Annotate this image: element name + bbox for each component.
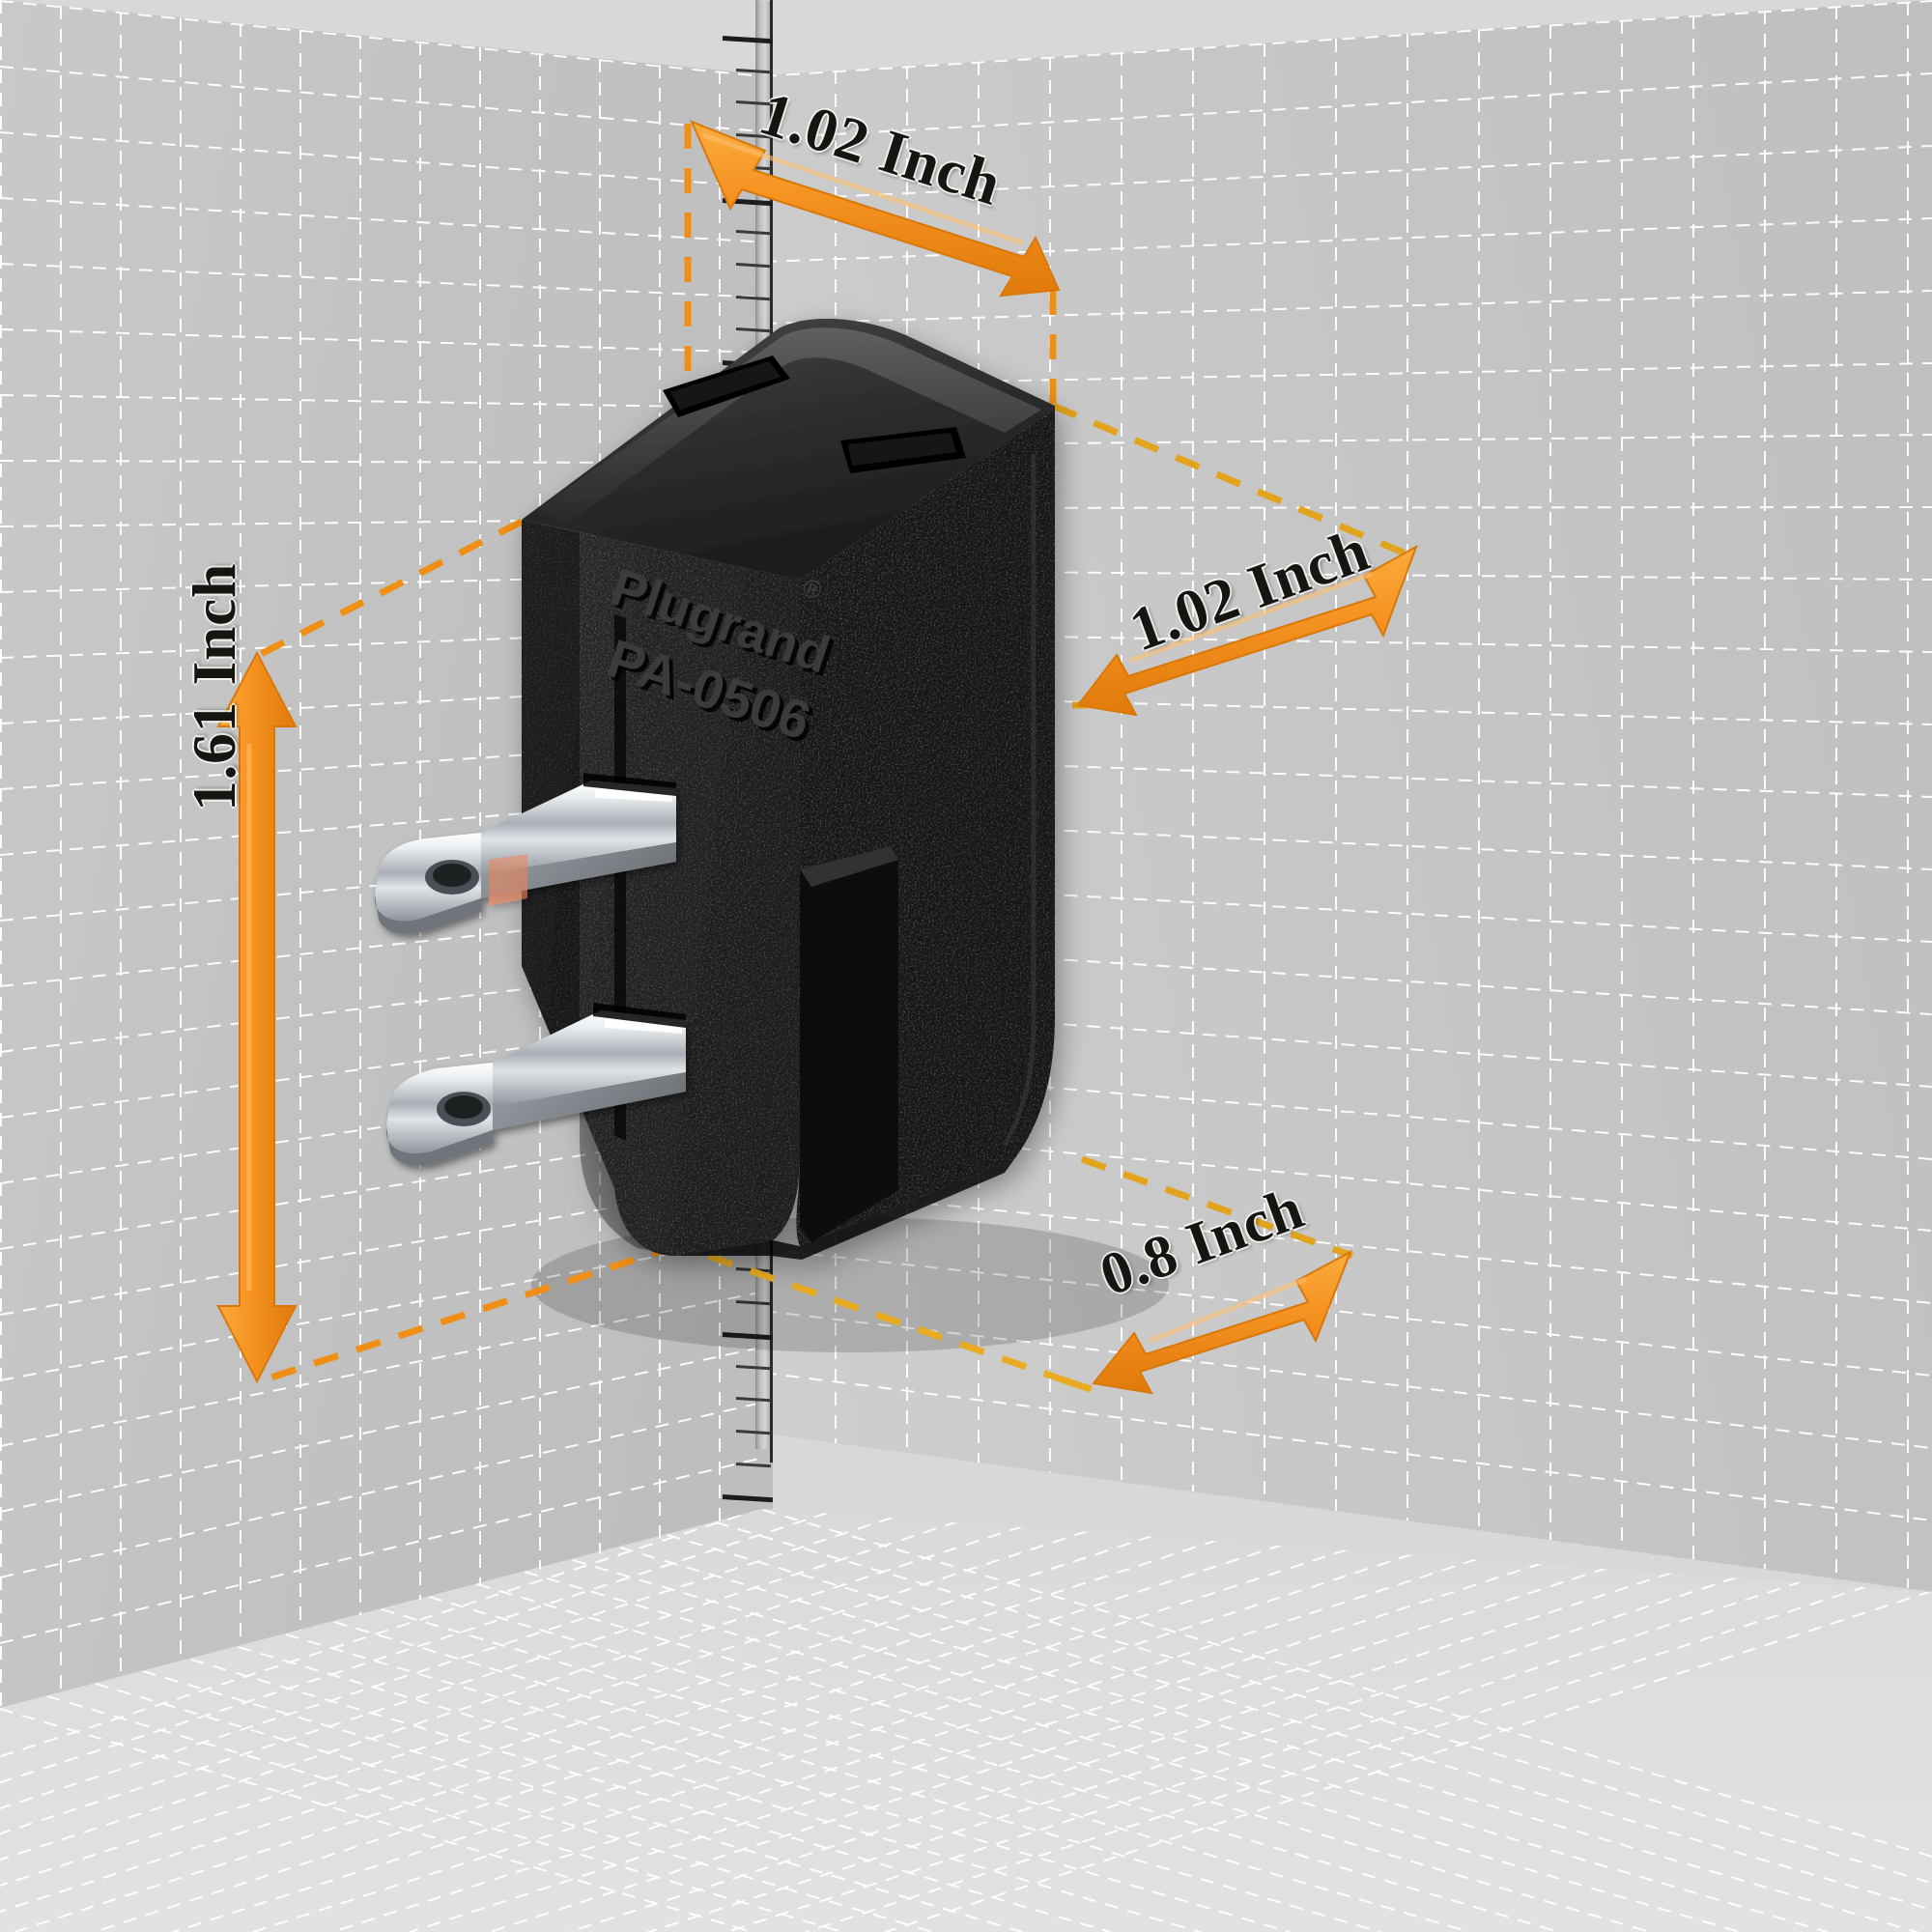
prong-slot-upper	[583, 773, 676, 796]
prong-lower-blade	[493, 1010, 686, 1107]
arrow-depth-right	[1076, 544, 1418, 717]
prong-upper-blade	[481, 781, 676, 875]
adapter-front-left-edge	[522, 520, 676, 1256]
prong-lower-tip-shade	[385, 1126, 493, 1166]
prong-upper	[374, 781, 676, 934]
adapter-lower-step	[800, 846, 898, 1242]
prong-upper-warm-tint	[489, 854, 527, 906]
prong-lower-blade-side	[493, 1072, 686, 1130]
prong-slot-lower	[593, 1003, 686, 1028]
adapter-side-seam	[1002, 454, 1037, 1148]
prong-lower-hole-inner	[444, 1095, 483, 1119]
outlet-slot-right-inner	[848, 433, 956, 466]
plug-adapter	[522, 318, 1055, 1260]
outlet-slot-left-inner	[670, 361, 781, 410]
prong-upper-hole-inner	[433, 864, 471, 887]
prong-upper-blade-side	[481, 842, 676, 898]
arrow-thickness-bottom	[1092, 1249, 1352, 1395]
adapter-lower-step-edge	[800, 846, 898, 887]
arrow-width-top	[690, 120, 1061, 298]
arrow-height-left	[216, 650, 298, 1384]
dimension-label-height-left: 1.61 Inch	[180, 563, 248, 811]
prong-upper-tip-shade	[374, 895, 481, 934]
prong-lower	[385, 1010, 686, 1166]
adapter-top-highlight	[537, 327, 1041, 524]
adapter-bottom-edge	[676, 1159, 1014, 1260]
